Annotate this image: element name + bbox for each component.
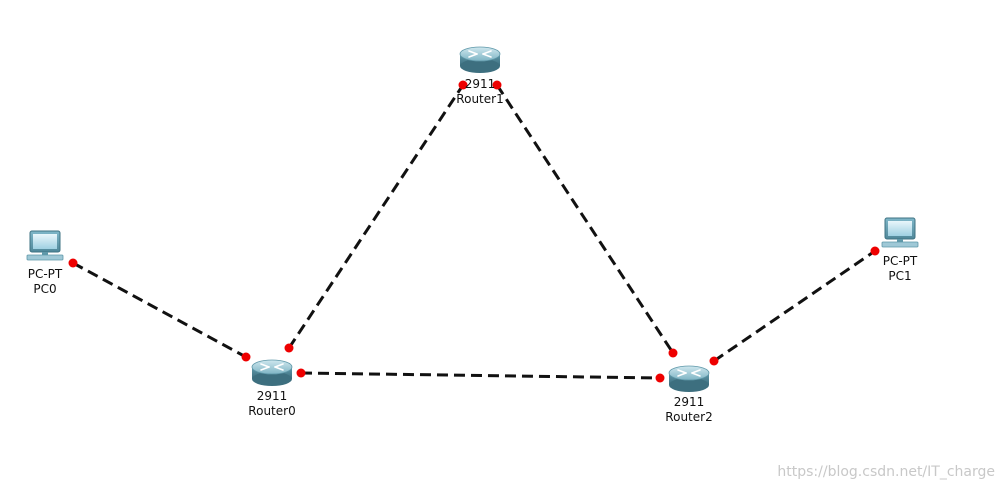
device-router0[interactable] xyxy=(251,359,293,387)
device-pc1[interactable] xyxy=(881,217,919,248)
port-indicator-router1 xyxy=(492,80,502,90)
device-name-label: PC0 xyxy=(33,282,56,296)
device-router1[interactable] xyxy=(459,46,501,74)
device-name-label: PC1 xyxy=(888,269,911,283)
device-model-label: PC-PT xyxy=(883,254,918,268)
pc-icon xyxy=(26,230,64,261)
pc-icon xyxy=(881,217,919,248)
link-router0-router1[interactable] xyxy=(287,84,465,349)
link-pc0-router0[interactable] xyxy=(72,261,247,359)
link-router0-router2[interactable] xyxy=(300,371,661,380)
links-layer xyxy=(72,84,876,380)
device-router2[interactable] xyxy=(668,365,710,393)
port-indicator-pc0 xyxy=(68,258,78,268)
port-indicator-router2 xyxy=(655,373,665,383)
port-indicator-router1 xyxy=(458,80,468,90)
watermark: https://blog.csdn.net/IT_charge xyxy=(777,464,995,480)
device-pc0[interactable] xyxy=(26,230,64,261)
port-indicator-router0 xyxy=(296,368,306,378)
device-model-label: 2911 xyxy=(674,395,705,409)
link-router1-router2[interactable] xyxy=(495,84,675,354)
device-model-label: 2911 xyxy=(257,389,288,403)
device-name-label: Router0 xyxy=(248,404,295,418)
port-indicator-router2 xyxy=(668,348,678,358)
device-model-label: PC-PT xyxy=(28,267,63,281)
port-indicator-pc1 xyxy=(870,246,880,256)
router-icon xyxy=(251,359,293,387)
port-indicator-router0 xyxy=(241,352,251,362)
router-icon xyxy=(459,46,501,74)
device-model-label: 2911 xyxy=(465,77,496,91)
port-indicator-router2 xyxy=(709,356,719,366)
link-router2-pc1[interactable] xyxy=(713,249,876,363)
device-name-label: Router2 xyxy=(665,410,712,424)
router-icon xyxy=(668,365,710,393)
ports-layer xyxy=(68,80,880,383)
port-indicator-router0 xyxy=(284,343,294,353)
labels-layer: PC-PTPC0PC-PTPC12911Router02911Router129… xyxy=(28,77,918,424)
device-name-label: Router1 xyxy=(456,92,503,106)
